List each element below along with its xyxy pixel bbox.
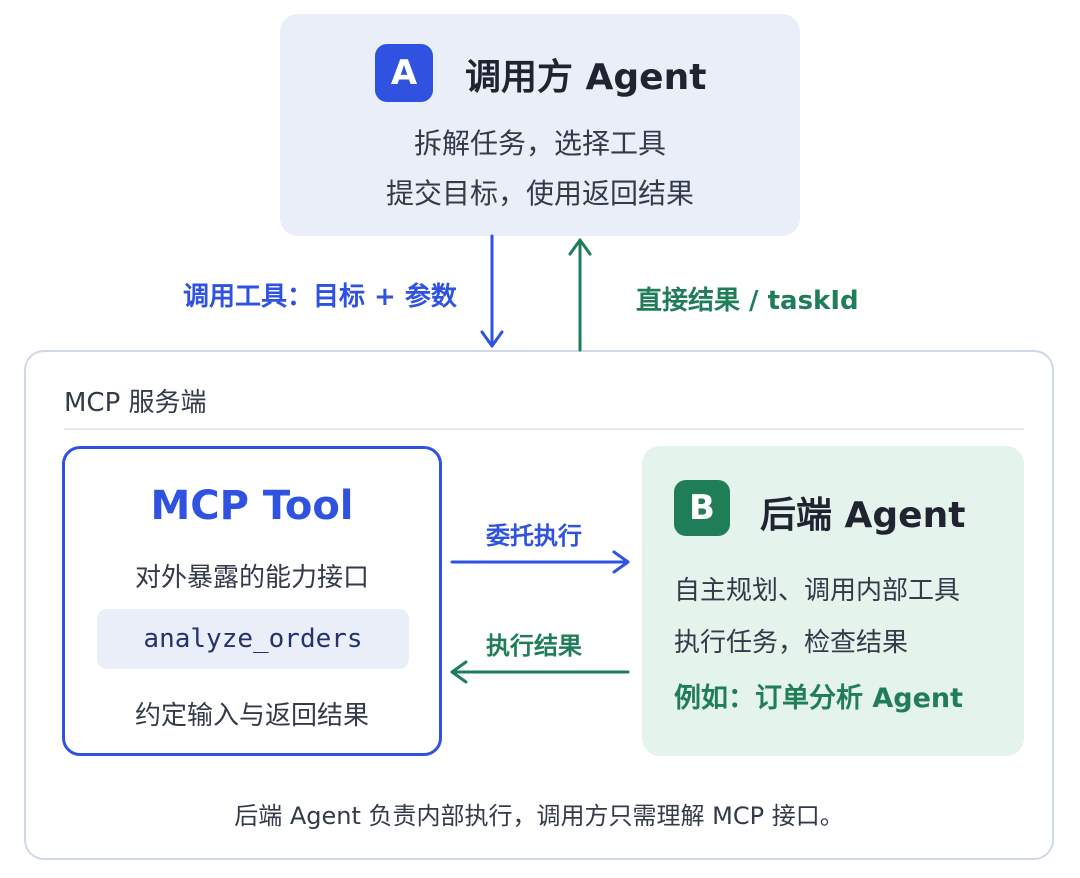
delegate-right-arrow: [450, 550, 630, 574]
mcp-tool-box: MCP Tool 对外暴露的能力接口 analyze_orders 约定输入与返…: [62, 446, 442, 756]
service-divider: [64, 428, 1024, 430]
call-down-arrow: [480, 234, 504, 348]
caller-agent-box: A 调用方 Agent 拆解任务，选择工具 提交目标，使用返回结果: [280, 14, 800, 236]
mcp-server-container: MCP 服务端 MCP Tool 对外暴露的能力接口 analyze_order…: [24, 350, 1054, 860]
mcp-tool-contract: 约定输入与返回结果: [134, 701, 369, 731]
direct-result-label: 直接结果 / taskId: [636, 286, 859, 316]
delegate-label: 委托执行: [486, 522, 582, 550]
caller-desc-2: 提交目标，使用返回结果: [385, 177, 694, 210]
tool-name-code: analyze_orders: [97, 609, 409, 669]
backend-agent-box: B 后端 Agent 自主规划、调用内部工具 执行任务，检查结果 例如：订单分析…: [642, 446, 1024, 756]
footer-note: 后端 Agent 负责内部执行，调用方只需理解 MCP 接口。: [234, 802, 844, 830]
backend-desc-1: 自主规划、调用内部工具: [674, 576, 961, 606]
backend-badge: B: [674, 480, 730, 536]
exec-result-left-arrow: [450, 660, 630, 684]
caller-title: 调用方 Agent: [465, 57, 707, 98]
result-up-arrow: [568, 238, 592, 352]
backend-example: 例如：订单分析 Agent: [674, 683, 964, 714]
backend-title: 后端 Agent: [760, 495, 966, 536]
mcp-server-label: MCP 服务端: [64, 388, 207, 418]
call-tool-label: 调用工具：目标 + 参数: [183, 282, 457, 312]
backend-desc-2: 执行任务，检查结果: [674, 628, 909, 658]
caller-badge: A: [375, 44, 433, 102]
caller-desc-1: 拆解任务，选择工具: [413, 127, 666, 160]
exec-result-label: 执行结果: [486, 632, 582, 660]
mcp-tool-desc: 对外暴露的能力接口: [134, 563, 369, 593]
mcp-tool-title: MCP Tool: [150, 483, 354, 529]
